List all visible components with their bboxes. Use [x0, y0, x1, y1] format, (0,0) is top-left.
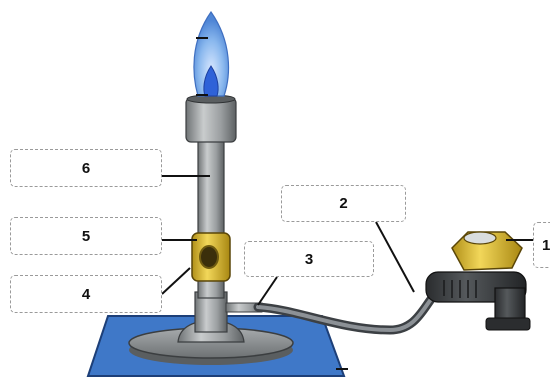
label-5: 5: [81, 227, 91, 245]
leader-lines: [161, 37, 534, 370]
gas-tap-foot: [485, 317, 531, 331]
label-6: 6: [81, 159, 91, 177]
gas-tap-stand: [494, 287, 526, 323]
barrel-top-rim: [185, 97, 237, 143]
leader-2: [375, 221, 415, 293]
label-box-3[interactable]: 3: [244, 241, 374, 277]
label-box-6[interactable]: 6: [10, 149, 162, 187]
gas-tap-handle-top: [463, 231, 497, 245]
leader-4: [161, 267, 191, 295]
label-box-5[interactable]: 5: [10, 217, 162, 255]
label-box-4[interactable]: 4: [10, 275, 162, 313]
flame-inner-cone: [203, 65, 219, 97]
air-hole: [199, 245, 219, 269]
rubber-tubing-highlight: [256, 288, 442, 333]
leader-3: [257, 276, 278, 306]
label-box-1[interactable]: 1: [533, 222, 550, 268]
label-1: 1: [542, 236, 550, 254]
label-2: 2: [339, 195, 348, 212]
gas-tap-ribs: [443, 280, 477, 298]
label-box-2[interactable]: 2: [281, 185, 406, 222]
label-3: 3: [304, 250, 314, 268]
label-4: 4: [81, 285, 91, 303]
